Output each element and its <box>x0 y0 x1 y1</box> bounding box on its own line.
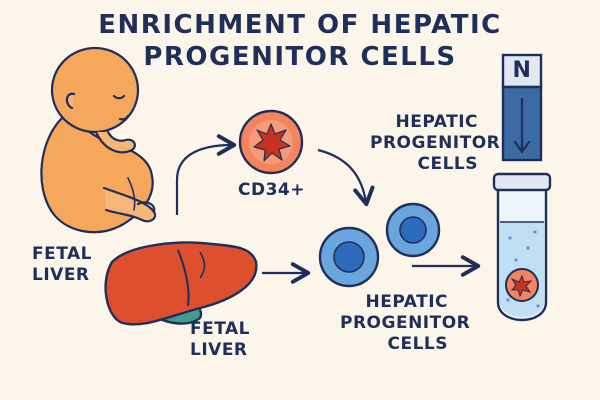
title-line-1: ENRICHMENT OF HEPATIC <box>98 10 502 40</box>
progenitor-cell-icon <box>385 202 441 258</box>
fetal-liver-label-line: FETAL <box>190 319 250 339</box>
title-line-2: PROGENITOR CELLS <box>143 42 457 72</box>
hpc-label-line: CELLS <box>417 154 478 174</box>
hpc-label-line: CELLS <box>387 334 448 354</box>
cd34-cell-icon <box>238 109 304 175</box>
arrow-cd34-to-progenitor <box>317 148 375 207</box>
hpc-label-line: PROGENITOR <box>340 313 471 333</box>
hpc-label-line: PROGENITOR <box>370 133 501 153</box>
magnet-pole-label: N <box>512 58 532 83</box>
fetal-liver-label-line: FETAL <box>32 244 92 264</box>
hpc-label-top: HEPATIC PROGENITOR CELLS <box>370 112 501 175</box>
fetus-icon <box>40 46 157 234</box>
fetal-liver-label-line: LIVER <box>32 265 90 285</box>
magnet-icon <box>501 53 543 162</box>
hpc-label-bottom: HEPATIC PROGENITOR CELLS <box>340 292 471 355</box>
cd34-label: CD34+ <box>238 180 305 200</box>
liver-icon <box>104 241 258 326</box>
arrow-to-cd34 <box>175 134 237 215</box>
fetal-liver-label-line: LIVER <box>190 340 248 360</box>
progenitor-cell-icon <box>318 226 380 288</box>
hpc-label-line: HEPATIC <box>365 292 448 312</box>
fetal-liver-label-left: FETAL LIVER <box>32 244 92 286</box>
hpc-label-line: HEPATIC <box>395 112 478 132</box>
fetal-liver-label-bottom: FETAL LIVER <box>190 319 250 361</box>
test-tube-icon <box>492 172 552 322</box>
